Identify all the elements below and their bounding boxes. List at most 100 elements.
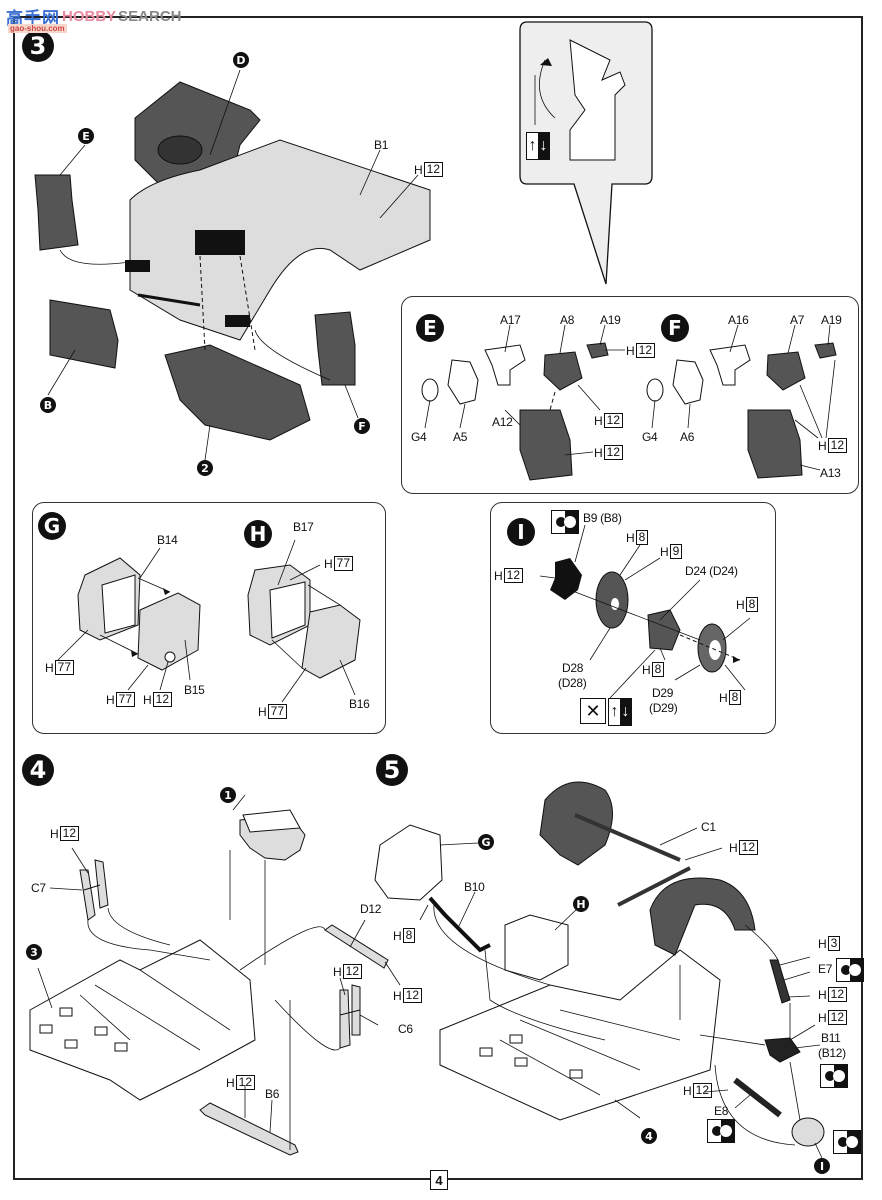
hub-part xyxy=(550,558,582,600)
seat-e-left-part xyxy=(34,174,79,251)
step4-ref-1: 1 xyxy=(220,787,236,803)
sub-I-badge: I xyxy=(507,518,535,546)
pivot-detail-shape xyxy=(569,39,626,161)
fender-c1-part xyxy=(649,877,756,956)
label-A19-F: A19 xyxy=(821,313,842,327)
paint-two-tone-icon xyxy=(820,1064,848,1088)
paint-two-tone-icon xyxy=(833,1130,861,1154)
arm-b6-part xyxy=(199,1102,299,1156)
sub-F-badge: F xyxy=(661,314,689,342)
sub-G-H-illustration xyxy=(57,539,361,703)
label-A5: A5 xyxy=(453,430,468,444)
step5-ref-4: 4 xyxy=(641,1128,657,1144)
chassis-frame-part xyxy=(29,939,256,1101)
subassembly-panel-I xyxy=(490,502,776,734)
callout-pivot-arrow-icon: ↑↓ xyxy=(526,132,550,160)
hub-assembly-i-part xyxy=(791,1117,825,1147)
step3-ref-D: D xyxy=(233,52,249,68)
fuel-pipe-b10-part xyxy=(428,896,491,953)
sub-E-F-illustration xyxy=(421,324,837,481)
chassis-frame-part xyxy=(439,949,721,1121)
label-G4-F: G4 xyxy=(642,430,658,444)
suspension-c7-part xyxy=(79,859,109,921)
step3-ref-B: B xyxy=(40,397,56,413)
label-A6: A6 xyxy=(680,430,695,444)
paint-two-tone-icon xyxy=(836,958,864,982)
suspension-c6-part xyxy=(339,984,361,1049)
watermark-hobby: HOBBY xyxy=(62,8,117,25)
label-B17: B17 xyxy=(293,520,314,534)
step5-ref-G: G xyxy=(478,834,494,850)
step3-ref-2: 2 xyxy=(197,460,213,476)
label-C7: C7 xyxy=(31,881,46,895)
engine-assembly-part xyxy=(164,344,311,441)
label-B16: B16 xyxy=(349,697,370,711)
label-A19-E: A19 xyxy=(600,313,621,327)
label-D29-alt: (D29) xyxy=(649,701,678,715)
paint-two-tone-icon xyxy=(551,510,579,534)
floor-pan-b1-part xyxy=(129,139,431,341)
watermark-url: gao-shou.com xyxy=(8,24,67,33)
watermark-search: SEARCH xyxy=(118,8,182,25)
step-4-badge: 4 xyxy=(22,754,54,786)
step-5-badge: 5 xyxy=(376,754,408,786)
floor-slot-shape xyxy=(195,230,245,255)
label-C6: C6 xyxy=(398,1022,413,1036)
label-A13: A13 xyxy=(820,466,841,480)
label-D28-alt: (D28) xyxy=(558,676,587,690)
dashboard-b-part xyxy=(49,299,119,369)
label-B14: B14 xyxy=(157,533,178,547)
label-B9: B9 (B8) xyxy=(583,511,622,525)
step-4-illustration xyxy=(29,794,401,1156)
brake-disc-part xyxy=(595,571,629,629)
no-cement-icon: ✕ xyxy=(580,698,606,724)
step4-ref-3: 3 xyxy=(26,944,42,960)
step5-ref-I: I xyxy=(814,1158,830,1174)
label-A8: A8 xyxy=(560,313,575,327)
tie-rod-d12-part xyxy=(324,924,389,969)
movable-part-icon: ↑↓ xyxy=(608,698,632,726)
label-G4-E: G4 xyxy=(411,430,427,444)
watermark-cn: 高手网 xyxy=(6,9,60,28)
step5-ref-H: H xyxy=(573,896,589,912)
label-B11: B11 xyxy=(821,1031,841,1045)
step-3-badge: 3 xyxy=(22,30,54,62)
fender-c1-part xyxy=(539,781,613,866)
label-D29: D29 xyxy=(652,686,674,700)
label-A17: A17 xyxy=(500,313,521,327)
sub-H-badge: H xyxy=(244,520,272,548)
step-3-illustration xyxy=(34,21,653,461)
arm-b11-part xyxy=(764,1037,801,1063)
label-D12: D12 xyxy=(360,902,382,916)
label-B12-alt: (B12) xyxy=(818,1046,846,1060)
label-B1: B1 xyxy=(374,138,389,152)
label-E8: E8 xyxy=(714,1104,729,1118)
drum-part xyxy=(647,609,681,651)
step-5-illustration xyxy=(374,781,825,1159)
paint-two-tone-icon xyxy=(707,1119,735,1143)
label-C1: C1 xyxy=(701,820,716,834)
label-D24: D24 (D24) xyxy=(685,564,738,578)
label-E7: E7 xyxy=(818,962,833,976)
label-A7: A7 xyxy=(790,313,805,327)
